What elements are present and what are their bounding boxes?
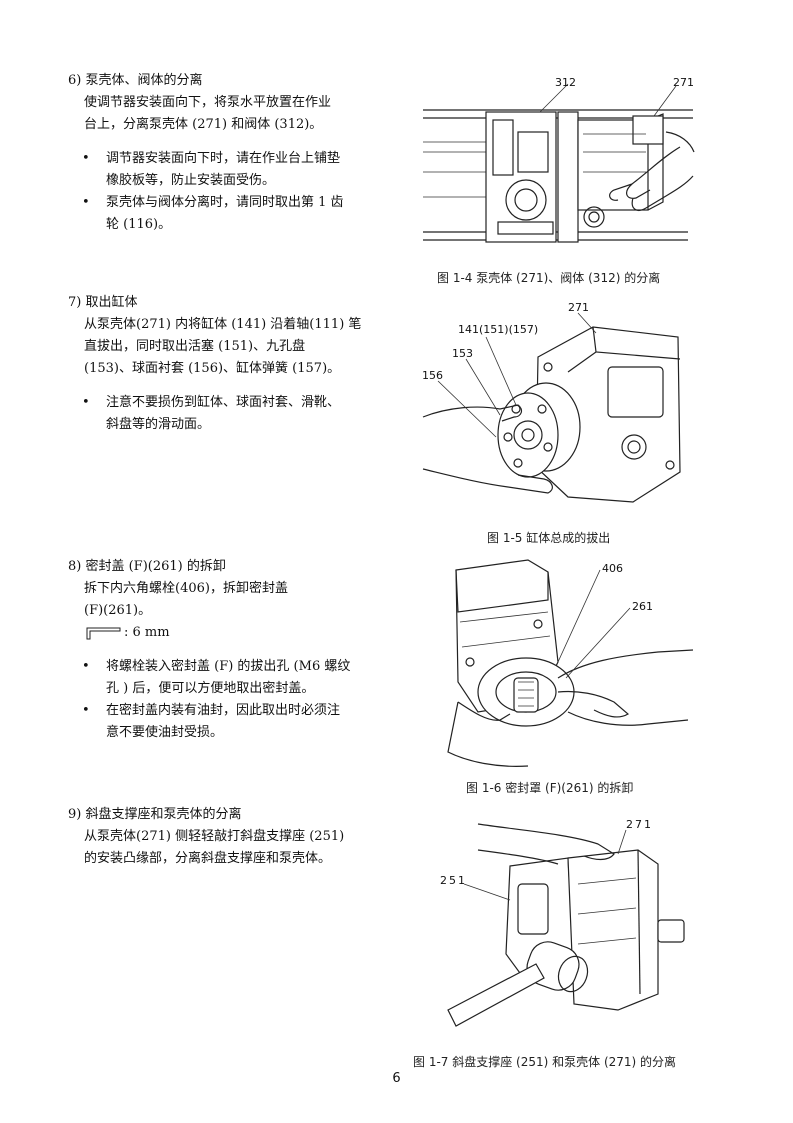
section-6: 6) 泵壳体、阀体的分离 使调节器安装面向下，将泵水平放置在作业 台上，分离泵壳… [68,70,368,236]
seal-cover-removal-illustration: 406 261 [447,559,694,767]
part-label: 261 [632,600,653,613]
note-item: •注意不要损伤到缸体、球面衬套、滑靴、斜盘等的滑动面。 [68,392,368,436]
figure-1-4: 312 271 [418,72,698,262]
note-item: •调节器安装面向下时，请在作业台上铺垫橡胶板等，防止安装面受伤。 [68,148,368,192]
part-label: 271 [568,301,589,314]
figure-1-6: 406 261 [418,552,698,774]
tool-spec: : 6 mm [68,622,368,644]
section-heading: 6) 泵壳体、阀体的分离 [68,73,203,88]
note-item: •将螺栓装入密封盖 (F) 的拔出孔 (M6 螺纹孔 ) 后，便可以方便地取出密… [68,656,368,700]
note-list: •调节器安装面向下时，请在作业台上铺垫橡胶板等，防止安装面受伤。 •泵壳体与阀体… [68,148,368,236]
part-label: 251 [440,874,467,887]
note-list: •注意不要损伤到缸体、球面衬套、滑靴、斜盘等的滑动面。 [68,392,368,436]
section-body-line: (153)、球面衬套 (156)、缸体弹簧 (157)。 [84,361,341,376]
figure-caption: 图 1-6 密封罩 (F)(261) 的拆卸 [466,781,634,795]
section-9: 9) 斜盘支撑座和泵壳体的分离 从泵壳体(271) 侧轻轻敲打斜盘支撑座 (25… [68,804,368,870]
part-label: 271 [626,818,653,831]
part-label: 141(151)(157) [458,323,538,336]
bullet-icon: • [82,703,90,718]
bullet-icon: • [82,395,90,410]
part-label: 406 [602,562,623,575]
figure-1-5: 271 141(151)(157) 153 156 [418,297,698,517]
section-heading: 9) 斜盘支撑座和泵壳体的分离 [68,807,242,822]
bullet-icon: • [82,659,90,674]
note-item: •在密封盖内装有油封，因此取出时必须注意不要使油封受损。 [68,700,368,744]
section-heading: 8) 密封盖 (F)(261) 的拆卸 [68,559,226,574]
section-body-line: 从泵壳体(271) 内将缸体 (141) 沿着轴(111) 笔 [84,317,362,332]
section-heading: 7) 取出缸体 [68,295,138,310]
bullet-icon: • [82,151,90,166]
tool-size: : 6 mm [124,625,170,640]
figure-caption: 图 1-4 泵壳体 (271)、阀体 (312) 的分离 [437,271,661,285]
part-label: 153 [452,347,473,360]
pump-valve-separation-illustration: 312 271 [423,76,695,243]
section-body-line: 使调节器安装面向下，将泵水平放置在作业 [84,95,332,110]
section-body-line: 直拔出，同时取出活塞 (151)、九孔盘 [84,339,306,354]
section-8: 8) 密封盖 (F)(261) 的拆卸 拆下内六角螺栓(406)，拆卸密封盖 (… [68,556,368,744]
swash-plate-separation-illustration: 271 251 [440,818,685,1027]
section-body-line: 台上，分离泵壳体 (271) 和阀体 (312)。 [84,117,323,132]
bullet-icon: • [82,195,90,210]
section-body-line: 的安装凸缘部，分离斜盘支撑座和泵壳体。 [84,851,332,866]
figure-1-7: 271 251 [418,814,698,1044]
part-label: 312 [555,76,576,89]
figure-caption: 图 1-7 斜盘支撑座 (251) 和泵壳体 (271) 的分离 [413,1055,677,1069]
section-body-line: 从泵壳体(271) 侧轻轻敲打斜盘支撑座 (251) [84,829,345,844]
section-body-line: 拆下内六角螺栓(406)，拆卸密封盖 [84,581,288,596]
cylinder-extraction-illustration: 271 141(151)(157) 153 156 [422,301,681,503]
part-label: 271 [673,76,694,89]
section-7: 7) 取出缸体 从泵壳体(271) 内将缸体 (141) 沿着轴(111) 笔 … [68,292,368,436]
note-list: •将螺栓装入密封盖 (F) 的拔出孔 (M6 螺纹孔 ) 后，便可以方便地取出密… [68,656,368,744]
figure-caption: 图 1-5 缸体总成的拔出 [487,531,611,545]
part-label: 156 [422,369,443,382]
page-number: 6 [392,1071,401,1086]
note-item: •泵壳体与阀体分离时，请同时取出第 1 齿轮 (116)。 [68,192,368,236]
section-body-line: (F)(261)。 [84,603,152,618]
hex-key-icon [86,627,121,640]
